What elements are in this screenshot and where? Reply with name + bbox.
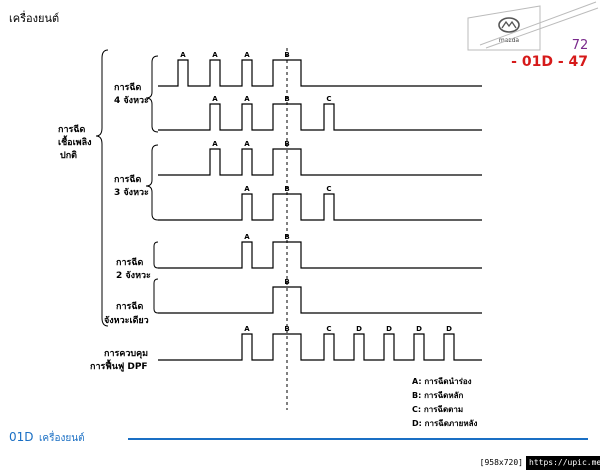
pulse-label-a: A [244,325,250,333]
single-stage-label: การฉีด จังหวะเดียว [104,301,149,326]
four-stage-brace [145,55,159,133]
pulse-label-d: D [416,325,422,333]
pulse-label-b: B [284,233,289,241]
pulse-label-a: A [212,51,218,59]
waveforms: A A A B A A B C A A B A B C A B B A B C D D D D [158,51,482,361]
three-stage-label: การฉีด 3 จังหวะ [114,174,149,198]
legend-item-b: B: การฉีดหลัก [412,390,464,400]
pulse-label-b: B [284,185,289,193]
four-stage-label: การฉีด 4 จังหวะ [114,82,149,106]
pulse-label-d: D [446,325,452,333]
pulse-label-a: A [244,233,250,241]
footer-section-code: 01D [9,430,34,444]
pulse-label-b: B [284,51,289,59]
pulse-label-c: C [326,325,331,333]
pulse-label-a: A [244,140,250,148]
page-code: - 01D - 47 [511,54,588,70]
legend-item-a: A: การฉีดนำร่อง [412,376,472,386]
header-decor-line [479,1,597,46]
page-title: เครื่องยนต์ [9,10,59,25]
waveform-4stage-a [158,59,482,87]
mazda-emblem-icon [498,17,520,33]
pulse-label-a: A [244,51,250,59]
waveform-dpf [158,333,482,361]
pulse-label-a: A [180,51,186,59]
normal-injection-label: การฉีด เชื้อเพลิง ปกติ [58,124,95,161]
footer-section-label: เครื่องยนต์ [39,430,85,444]
legend-item-d: D: การฉีดภายหลัง [412,418,478,428]
pulse-label-d: D [356,325,362,333]
pulse-label-a: A [212,140,218,148]
mazda-wordmark: mazda [499,37,519,44]
three-stage-brace [145,144,159,221]
pulse-label-b: B [284,325,289,333]
normal-injection-brace [95,49,109,327]
pulse-label-d: D [386,325,392,333]
pulse-label-c: C [326,185,331,193]
waveform-3stage-b [158,193,482,221]
waveform-4stage-b [158,103,482,131]
pulse-label-a: A [212,95,218,103]
legend: A: การฉีดนำร่อง B: การฉีดหลัก C: การฉีดต… [412,376,478,428]
pulse-label-c: C [326,95,331,103]
pulse-label-b: B [284,95,289,103]
waveform-2stage [158,241,482,269]
legend-item-c: C: การฉีดตาม [412,404,463,414]
pulse-label-a: A [244,95,250,103]
pulse-label-a: A [244,185,250,193]
dpf-label: การควบคุม การฟื้นฟู DPF [90,349,151,372]
waveform-single [158,286,482,314]
watermark-url[interactable]: https://upic.me/ [526,456,600,470]
pulse-label-b: B [284,278,289,286]
mazda-logo: mazda [467,5,541,51]
watermark-size: [958x720] [476,456,526,470]
page-number: 72 [572,38,589,53]
two-stage-label: การฉีด 2 จังหวะ [116,257,151,281]
two-stage-bracket [153,241,159,269]
single-stage-bracket [153,278,159,314]
pulse-label-b: B [284,140,289,148]
waveform-3stage-a [158,148,482,176]
header-decor-line [485,7,599,49]
